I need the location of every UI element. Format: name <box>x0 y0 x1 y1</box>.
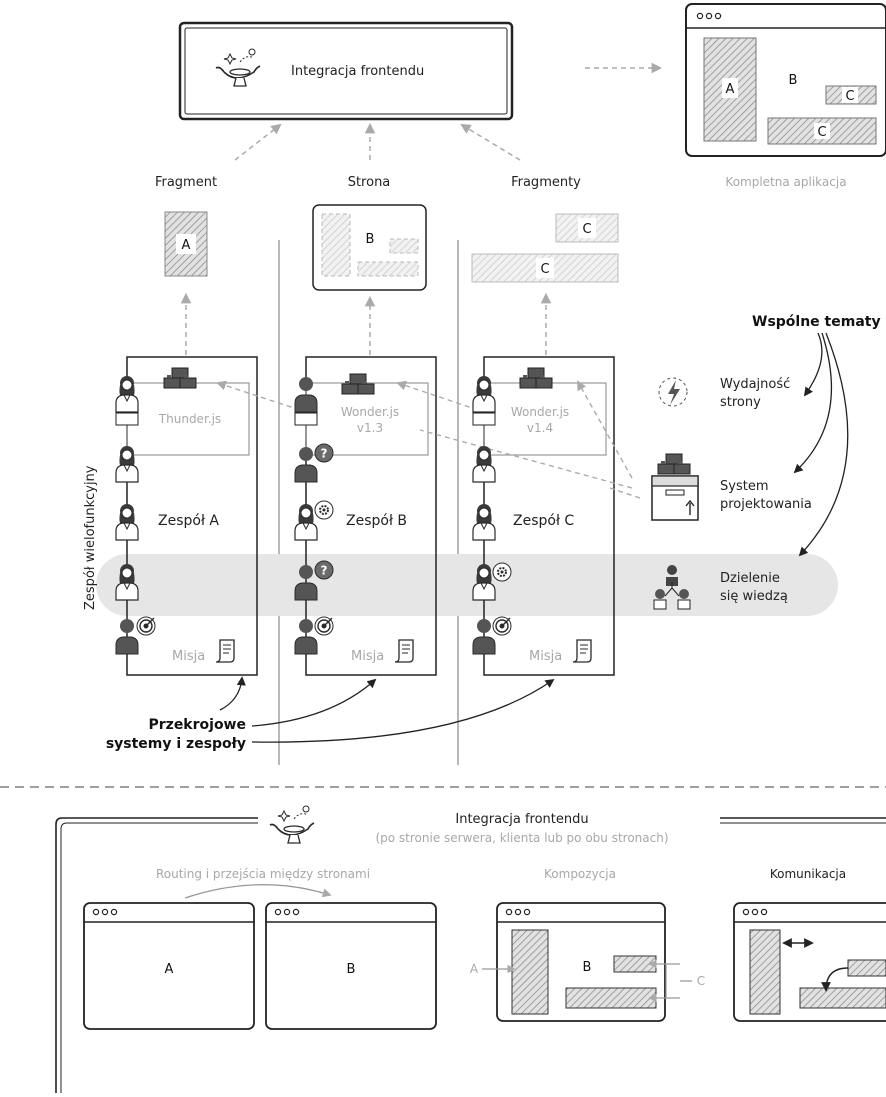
preview-fragments-c: C C <box>471 213 619 283</box>
person-avatar <box>115 445 139 483</box>
knowledge-sharing-band <box>96 554 838 616</box>
integration-title: Integracja frontendu <box>291 64 424 79</box>
svg-text:C: C <box>540 262 549 277</box>
person-avatar <box>294 503 318 541</box>
artifact-label-a: Fragment <box>155 175 217 190</box>
person-avatar <box>472 445 496 483</box>
svg-text:C: C <box>582 222 591 237</box>
composition-window: B <box>496 902 666 1022</box>
lego-bricks-icon <box>519 367 553 389</box>
svg-text:B: B <box>347 962 356 977</box>
person-avatar <box>472 375 496 413</box>
laptop-icon <box>472 412 496 426</box>
topic-knowledge-line2: się wiedzą <box>720 589 788 604</box>
arrow-fragments-to-integration <box>460 123 521 161</box>
target-badge-icon <box>136 616 156 636</box>
people-icon <box>653 565 691 610</box>
library-label-b: Wonder.js <box>341 405 399 419</box>
person-avatar <box>472 503 496 541</box>
lego-bricks-icon <box>341 373 375 395</box>
person-avatar <box>115 618 139 655</box>
complete-app-caption: Kompletna aplikacja <box>725 175 846 189</box>
communication-label: Komunikacja <box>770 867 846 881</box>
question-badge-icon <box>314 443 334 463</box>
shared-topics-heading: Wspólne tematy <box>752 314 881 330</box>
complete-app-box-c-wide: C <box>817 125 826 140</box>
laptop-icon <box>115 412 139 426</box>
topic-performance-line1: Wydajność <box>720 377 790 392</box>
cross-cutting-line2: systemy i zespoły <box>106 736 246 752</box>
arrow-design-system-to-b <box>419 429 633 489</box>
topic-performance-line2: strony <box>720 395 761 410</box>
composition-a-label: A <box>470 962 479 976</box>
bottom-title: Integracja frontendu <box>455 812 588 827</box>
arrow-design-system-to-c <box>577 380 633 479</box>
person-avatar <box>115 503 139 541</box>
magic-lamp-icon <box>269 805 315 844</box>
mission-label-c: Misja <box>529 649 562 664</box>
arrow-fragment-to-integration <box>234 123 282 161</box>
routing-window-b: B <box>265 902 437 1030</box>
communication-window <box>733 902 886 1022</box>
team-name-c: Zespół C <box>513 513 574 529</box>
complete-app-box-b: B <box>789 73 798 88</box>
team-name-a: Zespół A <box>158 513 219 529</box>
laptop-icon <box>294 412 318 426</box>
person-avatar <box>472 618 496 655</box>
target-badge-icon <box>314 616 334 636</box>
svg-text:A: A <box>182 238 191 253</box>
topic-design-system-line2: projektowania <box>720 497 812 512</box>
arrow-shared-lib-1 <box>216 380 301 411</box>
integration-box: Integracja frontendu <box>178 21 514 121</box>
artifact-label-b: Strona <box>348 175 391 190</box>
routing-label: Routing i przejścia między stronami <box>156 867 370 881</box>
mission-label-b: Misja <box>351 649 384 664</box>
person-avatar <box>294 446 318 483</box>
cross-functional-label: Zespół wielofunkcyjny <box>83 465 98 610</box>
complete-app-window: A B C C <box>685 3 886 157</box>
svg-text:B: B <box>366 232 375 247</box>
team-name-b: Zespół B <box>346 513 407 529</box>
composition-c-label: C <box>697 974 705 988</box>
bottom-subtitle: (po stronie serwera, klienta lub po obu … <box>375 831 668 845</box>
artifact-label-c: Fragmenty <box>511 175 581 190</box>
complete-app-box-c-small: C <box>845 89 854 104</box>
library-label-c: Wonder.js <box>511 405 569 419</box>
lightning-icon <box>658 377 688 407</box>
topic-knowledge-line1: Dzielenie <box>720 571 780 586</box>
person-avatar <box>115 375 139 413</box>
lego-bricks-icon <box>163 367 197 389</box>
preview-fragment-a: A <box>164 211 208 277</box>
preview-page-b: B <box>312 204 427 291</box>
cross-cutting-line1: Przekrojowe <box>149 717 247 733</box>
person-avatar <box>294 376 318 413</box>
question-badge-icon <box>314 560 334 580</box>
library-version-c: v1.4 <box>527 421 553 435</box>
routing-window-a: A <box>83 902 255 1030</box>
design-system-box-icon <box>651 453 699 521</box>
person-avatar <box>294 618 318 655</box>
mission-label-a: Misja <box>172 649 205 664</box>
target-badge-icon <box>492 616 512 636</box>
complete-app-box-a: A <box>726 82 735 97</box>
bottom-integration-frame <box>55 817 886 1093</box>
svg-text:A: A <box>165 962 174 977</box>
arrow-shared-lib-2 <box>396 380 479 411</box>
mission-scroll-icon <box>394 639 414 663</box>
mission-scroll-icon <box>215 639 235 663</box>
gear-badge-icon <box>492 562 512 582</box>
library-label-a: Thunder.js <box>158 412 221 426</box>
composition-label: Kompozycja <box>544 867 616 881</box>
library-version-b: v1.3 <box>357 421 383 435</box>
svg-text:B: B <box>583 960 592 975</box>
gear-badge-icon <box>314 500 334 520</box>
topic-design-system-line1: System <box>720 479 768 494</box>
mission-scroll-icon <box>572 639 592 663</box>
